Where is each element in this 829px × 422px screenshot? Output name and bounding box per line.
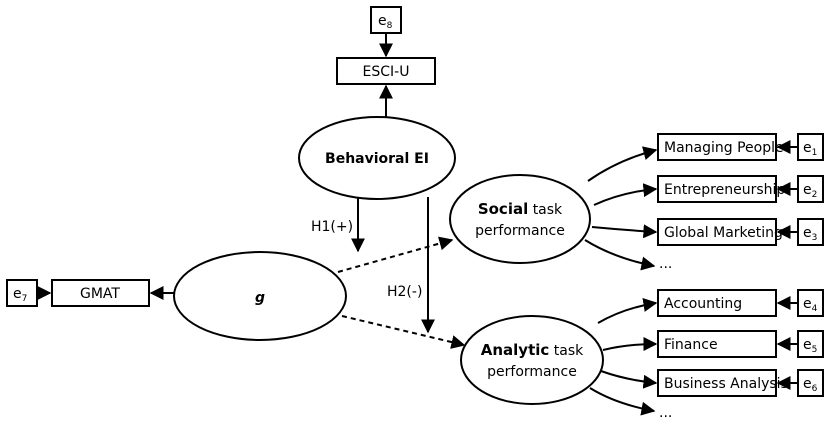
svg-text:Analytic task: Analytic task: [481, 341, 584, 359]
svg-text:Entrepreneurship: Entrepreneurship: [664, 182, 785, 198]
error-e1: e1: [797, 133, 824, 161]
analytic-to-finance-arrow: [602, 337, 658, 352]
construct-analytic-task-performance: Analytic task performance: [460, 315, 604, 405]
svg-text:performance: performance: [487, 364, 577, 380]
error-e8: e8: [370, 6, 402, 34]
indicator-finance: Finance: [657, 330, 777, 358]
error-e7: e7: [6, 279, 38, 307]
social-to-global-marketing-arrow: [591, 224, 658, 239]
svg-text:e2: e2: [803, 182, 817, 200]
analytic-to-accounting-arrow: [597, 298, 658, 324]
svg-text:e8: e8: [378, 13, 393, 31]
error-e6: e6: [797, 369, 824, 397]
h2-label: H2(-): [387, 284, 422, 300]
error-e4: e4: [797, 289, 824, 317]
svg-text:Business Analysis: Business Analysis: [664, 376, 788, 392]
social-more-ellipsis: ...: [659, 256, 672, 272]
g-to-social-path: [337, 236, 454, 273]
h1-label: H1(+): [311, 219, 353, 235]
svg-text:e5: e5: [803, 337, 817, 355]
construct-g: g: [173, 251, 347, 341]
indicator-gmat: GMAT: [51, 279, 150, 307]
analytic-more-ellipsis: ...: [659, 405, 672, 421]
svg-text:GMAT: GMAT: [80, 286, 120, 302]
analytic-to-more-arrow: [589, 387, 656, 416]
error-e2: e2: [797, 175, 824, 203]
indicator-accounting: Accounting: [657, 289, 777, 317]
social-to-entrepreneurship-arrow: [593, 183, 658, 206]
svg-text:ESCI-U: ESCI-U: [363, 64, 410, 80]
analytic-to-business-analysis-arrow: [600, 370, 658, 389]
indicator-managing-people: Managing People: [657, 133, 784, 161]
indicator-business-analysis: Business Analysis: [657, 369, 788, 397]
indicator-entrepreneurship: Entrepreneurship: [657, 175, 785, 203]
indicator-global-marketing: Global Marketing: [657, 218, 783, 246]
indicator-esci-u: ESCI-U: [336, 57, 436, 85]
g-to-analytic-path: [341, 315, 466, 349]
svg-text:e3: e3: [803, 225, 817, 243]
svg-text:Accounting: Accounting: [664, 296, 742, 312]
construct-social-task-performance: Social task performance: [449, 174, 591, 264]
construct-behavioral-ei: Behavioral EI: [298, 116, 456, 200]
svg-text:Managing People: Managing People: [664, 140, 784, 156]
svg-text:g: g: [255, 290, 265, 306]
svg-text:performance: performance: [475, 223, 565, 239]
social-to-more-arrow: [584, 239, 656, 271]
social-to-managing-arrow: [587, 146, 658, 182]
svg-text:e7: e7: [13, 286, 27, 304]
svg-text:e4: e4: [803, 296, 818, 314]
svg-text:e1: e1: [803, 140, 817, 158]
svg-text:Social task: Social task: [478, 200, 563, 218]
error-e5: e5: [797, 330, 824, 358]
svg-text:Finance: Finance: [664, 337, 718, 353]
error-e3: e3: [797, 218, 824, 246]
svg-text:Global Marketing: Global Marketing: [664, 225, 783, 241]
svg-text:e6: e6: [803, 376, 818, 394]
svg-text:Behavioral EI: Behavioral EI: [325, 151, 429, 167]
